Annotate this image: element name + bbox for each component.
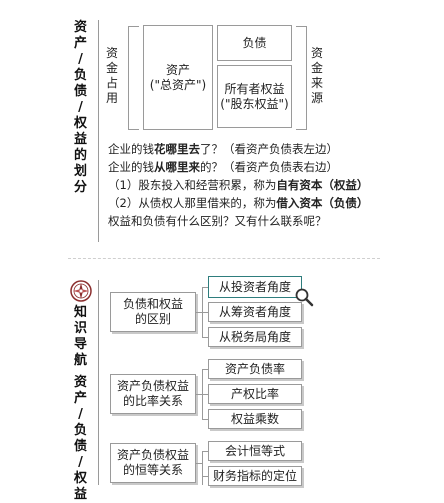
vertical-char: / bbox=[78, 455, 83, 470]
vertical-char: 导 bbox=[74, 337, 88, 352]
vertical-char: 源 bbox=[311, 91, 324, 105]
item-financial-indicator-positioning[interactable]: 财务指标的定位 bbox=[208, 466, 302, 486]
vertical-char: 债 bbox=[74, 84, 88, 99]
connector bbox=[196, 394, 202, 395]
vertical-char: 益 bbox=[74, 132, 88, 147]
line-text: 权益和负债有什么区别？又有什么联系呢？ bbox=[108, 214, 327, 228]
explanation-line: （2）从债权人那里借来的，称为借入资本（负债） bbox=[108, 195, 368, 212]
vertical-char: / bbox=[78, 100, 83, 115]
vertical-char: 负 bbox=[74, 423, 88, 438]
bracket-left bbox=[128, 26, 139, 130]
item-equity-multiplier[interactable]: 权益乘数 bbox=[208, 409, 302, 429]
vertical-char: 来 bbox=[311, 76, 324, 90]
explanation-line: 权益和负债有什么区别？又有什么联系呢？ bbox=[108, 213, 327, 230]
item-tax-bureau-perspective[interactable]: 从税务局角度 bbox=[208, 327, 302, 347]
connector bbox=[202, 451, 203, 485]
connector bbox=[196, 312, 202, 313]
group-identity-relationship: 资产负债权益 的恒等关系 bbox=[110, 443, 196, 483]
explanation-line: （1）股东投入和经营积累，称为自有资本（权益） bbox=[108, 177, 368, 194]
vertical-char: 债 bbox=[74, 439, 88, 454]
connector bbox=[202, 369, 208, 370]
vertical-char: 权 bbox=[74, 471, 88, 486]
line-text: 了？（看资产负债表左边） bbox=[200, 142, 338, 156]
vertical-char: 航 bbox=[74, 353, 88, 368]
vertical-char: 资 bbox=[74, 375, 88, 390]
section-separator-bottom bbox=[98, 280, 99, 485]
section-separator bbox=[98, 20, 99, 242]
vertical-char: 产 bbox=[74, 391, 88, 406]
line-emphasis: 借入资本（负债） bbox=[276, 196, 369, 210]
vertical-char: / bbox=[78, 407, 83, 422]
vertical-char: 金 bbox=[311, 61, 324, 75]
connector bbox=[202, 451, 208, 452]
vertical-char: 权 bbox=[74, 116, 88, 131]
vertical-char: 用 bbox=[106, 91, 119, 105]
explanation-line: 企业的钱花哪里去了？（看资产负债表左边） bbox=[108, 141, 338, 158]
line-text: （2）从债权人那里借来的，称为 bbox=[108, 196, 277, 210]
section-title-asset-division: 资产/负债/权益的划分 bbox=[74, 20, 87, 196]
connector bbox=[202, 476, 208, 477]
vertical-char: 资 bbox=[106, 46, 119, 60]
connector bbox=[202, 312, 208, 313]
connector bbox=[202, 419, 208, 420]
vertical-char: 识 bbox=[74, 321, 88, 336]
label-fund-usage: 资金占用 bbox=[106, 46, 118, 106]
vertical-char: 负 bbox=[74, 68, 88, 83]
item-investor-perspective[interactable]: 从投资者角度 bbox=[208, 276, 302, 298]
line-emphasis: 自有资本（权益） bbox=[276, 178, 369, 192]
group-ratio-relationship: 资产负债权益 的比率关系 bbox=[110, 374, 196, 414]
line-emphasis: 从哪里来 bbox=[154, 160, 200, 174]
vertical-char: 划 bbox=[74, 164, 88, 179]
vertical-char: 的 bbox=[74, 148, 88, 163]
vertical-char: 资 bbox=[311, 46, 324, 60]
explanation-line: 企业的钱从哪里来的？（看资产负债表右边） bbox=[108, 159, 338, 176]
group-liability-equity-difference: 负债和权益 的区别 bbox=[110, 292, 196, 332]
bracket-right bbox=[296, 26, 307, 130]
divider bbox=[68, 258, 380, 259]
connector bbox=[202, 337, 208, 338]
line-text: （1）股东投入和经营积累，称为 bbox=[108, 178, 277, 192]
compass-icon bbox=[70, 280, 92, 302]
vertical-char: 知 bbox=[74, 305, 88, 320]
vertical-char: 占 bbox=[106, 76, 119, 90]
line-text: 企业的钱 bbox=[108, 142, 154, 156]
liability-box: 负债 bbox=[217, 25, 292, 61]
section-title-knowledge-nav: 知识导航 资产/负债/权益 bbox=[74, 305, 87, 503]
line-emphasis: 花哪里去 bbox=[154, 142, 200, 156]
item-accounting-equation[interactable]: 会计恒等式 bbox=[208, 441, 302, 461]
vertical-char: 金 bbox=[106, 61, 119, 75]
line-text: 企业的钱 bbox=[108, 160, 154, 174]
asset-box: 资产 ("总资产") bbox=[143, 25, 213, 130]
equity-box: 所有者权益 ("股东权益") bbox=[217, 65, 292, 128]
connector bbox=[202, 287, 208, 288]
vertical-char: 产 bbox=[74, 36, 88, 51]
vertical-char: 分 bbox=[74, 180, 88, 195]
item-debt-ratio[interactable]: 资产负债率 bbox=[208, 359, 302, 379]
connector bbox=[202, 394, 208, 395]
item-equity-ratio[interactable]: 产权比率 bbox=[208, 384, 302, 404]
item-financier-perspective[interactable]: 从筹资者角度 bbox=[208, 302, 302, 322]
magnifier-icon[interactable] bbox=[294, 287, 314, 307]
connector bbox=[196, 463, 202, 464]
label-fund-source: 资金来源 bbox=[311, 46, 323, 106]
line-text: 的？（看资产负债表右边） bbox=[200, 160, 338, 174]
vertical-char: 资 bbox=[74, 20, 88, 35]
vertical-char: / bbox=[78, 52, 83, 67]
vertical-char: 益 bbox=[74, 487, 88, 502]
